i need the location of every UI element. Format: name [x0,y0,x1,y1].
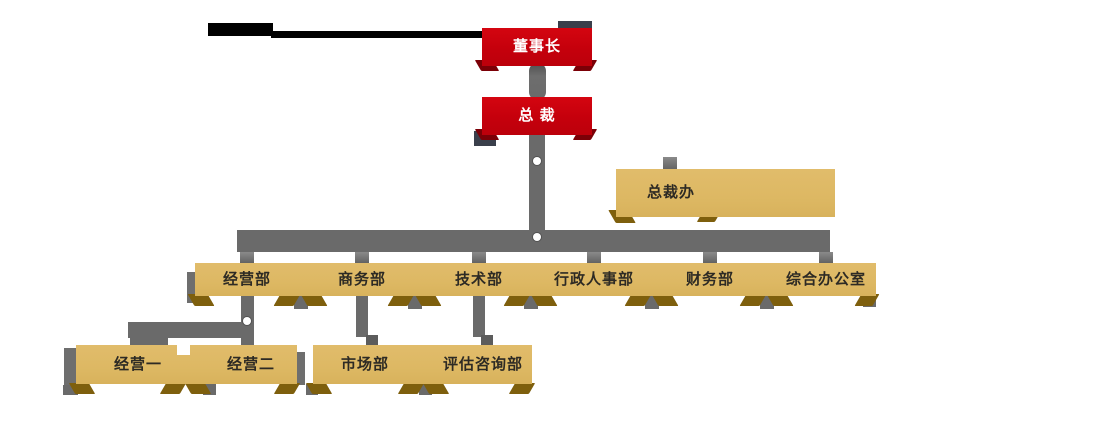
dept-label-commerce: 商务部 [337,271,386,288]
subbar-a-right-sliver [297,352,305,385]
connector-sub-trunk-drop [130,326,168,345]
dept-stub-3 [472,252,486,264]
dept-stub-2 [355,252,369,264]
dept-label-operations: 经营部 [222,271,271,288]
connector-trunk [237,230,830,252]
president-office-label: 总裁办 [646,184,695,201]
dept-bar-left-sliver [187,272,196,303]
president-label: 总 裁 [518,107,556,124]
dept-stub-1 [240,252,254,264]
chairman-label: 董事长 [512,38,561,55]
dept-stub-6 [819,252,833,264]
subbar-shadow-2 [203,384,216,395]
sub-label-marketing: 市场部 [340,356,389,373]
sub-label-evaluation-consulting: 评估咨询部 [442,356,523,373]
subbar-shadow-1 [63,385,78,395]
sub-label-operations-1: 经营一 [113,356,162,373]
connector-dot-upper [533,157,541,165]
subbar-market-eval [313,345,532,384]
dept-label-admin-hr: 行政人事部 [553,271,634,288]
dept-stub-4 [587,252,601,264]
dept-stub-5 [703,252,717,264]
connector-dot-sub [243,317,251,325]
subbar-shadow-4 [419,384,432,395]
connector-technology-down [473,296,485,337]
subbar-a-joint-notch [177,345,190,355]
department-bar [195,263,876,296]
connector-technology-elbow [481,335,493,347]
president-box [482,97,592,135]
subbar-a-left-sliver [64,348,76,385]
dept-label-general-office: 综合办公室 [785,271,866,288]
connector-commerce-down [356,296,368,337]
sub-label-operations-2: 经营二 [226,356,275,373]
connector-commerce-elbow [366,335,378,347]
president-office-box [616,169,835,217]
connector-chairman-president [529,63,546,100]
dept-label-technology: 技术部 [454,271,503,288]
leader-line [271,31,483,38]
subbar-b-foot-outer-right [508,383,536,394]
chairman-corner-tab [558,21,592,32]
subbar-a-foot-outer-right [273,383,301,394]
leader-line-cap [208,23,273,36]
subbar-a-foot-midL [159,383,187,394]
president-office-stub [663,157,677,171]
connector-dot-trunk [533,233,541,241]
dept-label-finance: 财务部 [685,271,734,288]
chairman-box [482,28,592,66]
